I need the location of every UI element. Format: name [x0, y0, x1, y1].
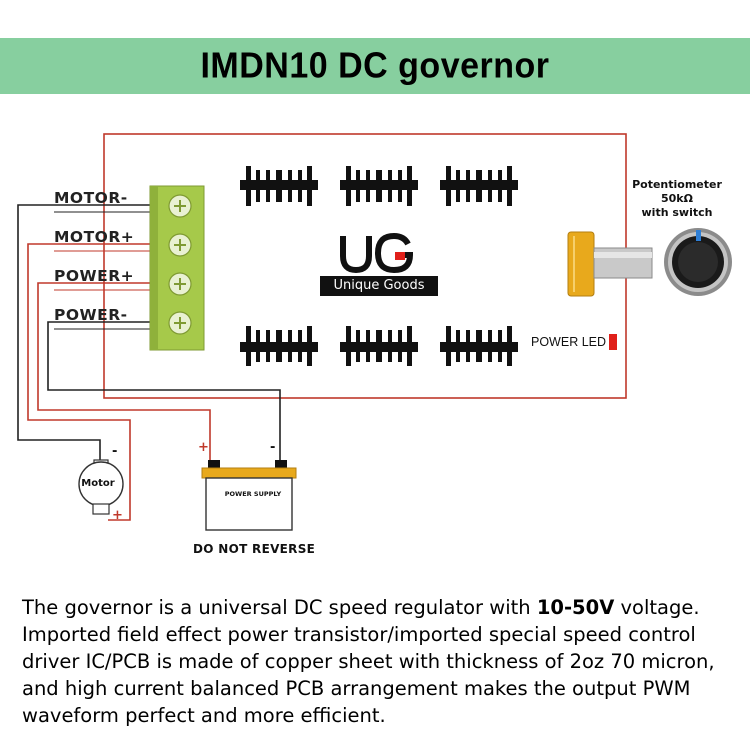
- terminal-label-power-minus: POWER-: [54, 306, 128, 324]
- heatsink-top-1: [240, 166, 318, 206]
- motor-label: Motor: [81, 478, 115, 489]
- terminal-label-power-plus: POWER+: [54, 267, 135, 285]
- wiring-diagram: [17, 133, 732, 531]
- potentiometer-label: Potentiometer 50kΩ with switch: [632, 178, 722, 220]
- heatsink-bottom-1: [240, 326, 318, 366]
- power-supply-plus-sign: +: [198, 440, 209, 455]
- terminal-block: [149, 185, 205, 351]
- description-part2: voltage. Imported field effect power tra…: [22, 596, 715, 727]
- power-supply: [201, 460, 297, 531]
- do-not-reverse-label: DO NOT REVERSE: [193, 542, 316, 556]
- potentiometer-label-line1: Potentiometer: [632, 178, 722, 191]
- motor-plus-sign: +: [112, 508, 123, 523]
- power-supply-minus-sign: -: [270, 440, 276, 455]
- heatsink-bottom-2: [340, 326, 418, 366]
- description-part1: The governor is a universal DC speed reg…: [22, 596, 537, 619]
- brand-logo: [340, 232, 414, 274]
- wire-power-minus: [47, 321, 281, 462]
- terminal-label-motor-plus: MOTOR+: [54, 228, 135, 246]
- wire-power-plus: [37, 282, 211, 462]
- potentiometer-label-line2: 50kΩ: [661, 192, 693, 205]
- voltage-highlight: 10-50V: [536, 596, 615, 619]
- brand-text: Unique Goods: [320, 276, 438, 296]
- terminal-screw: [168, 272, 192, 296]
- terminal-screw: [168, 194, 192, 218]
- wire-motor-plus: [27, 243, 152, 521]
- heatsink-top-3: [440, 166, 518, 206]
- power-led-label: POWER LED: [531, 335, 607, 349]
- title-banner: IMDN10 DC governor: [0, 38, 750, 94]
- description-paragraph: The governor is a universal DC speed reg…: [22, 594, 738, 729]
- power-led: [609, 334, 617, 350]
- terminal-label-motor-minus: MOTOR-: [54, 189, 128, 207]
- terminal-screw: [168, 311, 192, 335]
- terminal-screw: [168, 233, 192, 257]
- heatsink-bottom-3: [440, 326, 518, 366]
- heatsink-top-2: [340, 166, 418, 206]
- potentiometer-label-line3: with switch: [641, 206, 713, 219]
- power-supply-label: POWER SUPPLY: [224, 490, 282, 498]
- page-title: IMDN10 DC governor: [200, 45, 550, 86]
- potentiometer: [567, 228, 732, 297]
- motor: [78, 459, 124, 515]
- wire-motor-minus: [17, 204, 152, 468]
- motor-minus-sign: -: [112, 444, 118, 459]
